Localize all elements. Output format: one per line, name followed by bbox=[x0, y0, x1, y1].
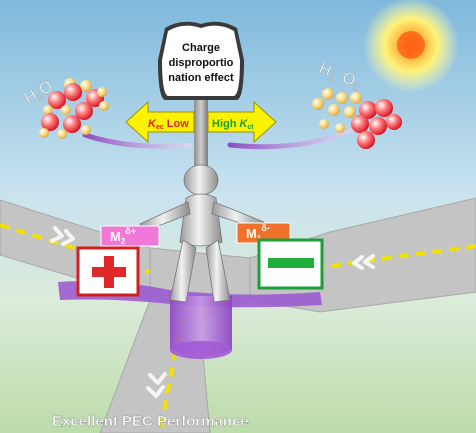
sign-pole bbox=[194, 95, 208, 185]
sign-text-line3: nation effect bbox=[168, 72, 234, 84]
low-label: Low bbox=[167, 118, 189, 130]
k-ct-subscript: ct bbox=[247, 124, 254, 131]
negative-box: − bbox=[257, 238, 324, 290]
chevron-down-icon bbox=[148, 372, 167, 385]
k-ec-subscript: ec bbox=[156, 124, 164, 131]
purple-cylinder bbox=[170, 296, 232, 356]
m1-tag: M1δ- bbox=[236, 222, 291, 244]
plus-icon-bar bbox=[92, 267, 126, 277]
minus-icon bbox=[268, 258, 314, 268]
sun-core bbox=[397, 31, 425, 59]
m2-label: M2δ+ bbox=[110, 226, 136, 246]
footer-label: Excellent PEC Performance bbox=[52, 413, 249, 430]
right-wave-line bbox=[227, 127, 355, 150]
sign-text-line1: Charge bbox=[182, 42, 220, 54]
chevron-down-icon bbox=[146, 385, 165, 398]
chevron-left-icon bbox=[363, 254, 375, 269]
route-sign: Charge disproportio nation effect bbox=[158, 21, 244, 100]
h2o2-molecules bbox=[312, 88, 402, 149]
m2-tag: M2δ+ bbox=[100, 225, 160, 247]
positive-box: + bbox=[76, 246, 140, 297]
h2o-molecules bbox=[39, 78, 109, 139]
balancing-figure bbox=[139, 164, 265, 303]
left-wave-line bbox=[82, 132, 193, 149]
chevron-right-icon bbox=[50, 226, 64, 243]
k-ec-letter: K bbox=[148, 118, 157, 130]
sign-text-line2: disproportio bbox=[169, 57, 234, 69]
k-ct-letter: K bbox=[239, 118, 248, 130]
chevron-left-icon bbox=[352, 255, 364, 270]
chevron-right-icon bbox=[61, 229, 75, 246]
chevron-icons bbox=[50, 226, 375, 398]
high-label: High bbox=[212, 118, 237, 130]
